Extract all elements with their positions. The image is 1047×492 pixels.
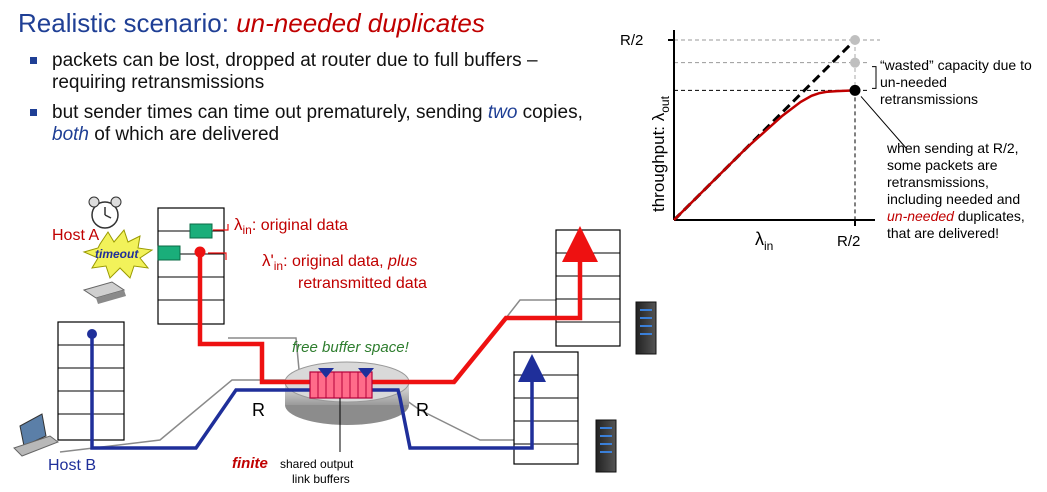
bullet-text: but sender times can time out prematurel… bbox=[52, 102, 488, 123]
lambda-in-label: λin: original data bbox=[234, 215, 348, 237]
y-tick-label: R/2 bbox=[620, 32, 643, 49]
free-buffer-label: free buffer space! bbox=[292, 339, 410, 356]
link-buffers-label: link buffers bbox=[292, 472, 350, 486]
original-packet bbox=[189, 223, 213, 239]
ideal-point-marker bbox=[850, 35, 860, 45]
when-sending-text-end: duplicates, that are delivered! bbox=[887, 208, 1025, 241]
when-sending-pointer bbox=[860, 96, 907, 149]
title-prefix: Realistic scenario: bbox=[18, 8, 237, 38]
wasted-bracket bbox=[872, 66, 877, 89]
chart-axes bbox=[668, 30, 875, 226]
bullet-emphasis: two bbox=[487, 102, 518, 123]
bullet-item: but sender times can time out prematurel… bbox=[30, 102, 590, 146]
host-a-label: Host A bbox=[52, 227, 99, 244]
actual-point-marker bbox=[849, 84, 861, 96]
reference-lines bbox=[674, 39, 880, 220]
bullet-list: packets can be lost, dropped at router d… bbox=[30, 50, 590, 154]
chart-series bbox=[672, 38, 857, 222]
link-right-r-label: R bbox=[416, 400, 429, 420]
y-axis-label: throughput: λout bbox=[649, 95, 672, 212]
host-b-label: Host B bbox=[48, 457, 96, 474]
wasted-capacity-text: “wasted” capacity due to un-needed retra… bbox=[880, 57, 1032, 107]
when-sending-note: when sending at R/2, some packets are re… bbox=[887, 140, 1039, 242]
label-pointers bbox=[208, 224, 229, 260]
server-c-icon bbox=[635, 301, 657, 355]
host-a-buffer bbox=[157, 207, 225, 325]
slide-title: Realistic scenario: un-needed duplicates bbox=[18, 8, 485, 39]
lambda-prime-in-label: λ'in: original data, plus bbox=[262, 251, 417, 273]
timeout-burst: timeout bbox=[82, 228, 154, 279]
host-b-source-dot bbox=[87, 329, 97, 339]
shared-output-label: shared output bbox=[280, 457, 354, 471]
bullet-item: packets can be lost, dropped at router d… bbox=[30, 50, 590, 94]
alarm-clock-icon bbox=[88, 196, 122, 229]
bullet-text: copies, bbox=[517, 102, 583, 123]
retransmitted-packet bbox=[157, 245, 181, 261]
laptop-a-icon bbox=[82, 281, 126, 304]
bullet-emphasis: both bbox=[52, 124, 89, 145]
retransmitted-label: retransmitted data bbox=[298, 275, 427, 292]
duplicate-point-marker bbox=[850, 57, 860, 68]
x-tick-label: R/2 bbox=[837, 233, 860, 250]
finite-label: finite bbox=[232, 455, 268, 472]
timeout-label: timeout bbox=[95, 247, 139, 261]
router-arrows bbox=[318, 368, 374, 378]
actual-throughput-curve bbox=[673, 89, 856, 221]
when-sending-text: when sending at R/2, some packets are re… bbox=[887, 140, 1021, 207]
laptop-b-icon bbox=[13, 413, 60, 457]
server-d-icon bbox=[595, 419, 617, 473]
link-left-r-label: R bbox=[252, 400, 265, 420]
bullet-text: of which are delivered bbox=[88, 124, 280, 145]
bullet-text: packets can be lost, dropped at router d… bbox=[52, 50, 538, 93]
chart-markers bbox=[849, 35, 861, 96]
wasted-capacity-note: “wasted” capacity due to un-needed retra… bbox=[880, 57, 1040, 108]
host-a-source-dot bbox=[194, 246, 206, 258]
x-axis-label: λin bbox=[755, 229, 773, 253]
title-emphasis: un-needed duplicates bbox=[236, 8, 485, 38]
when-sending-emphasis: un-needed bbox=[887, 208, 954, 224]
